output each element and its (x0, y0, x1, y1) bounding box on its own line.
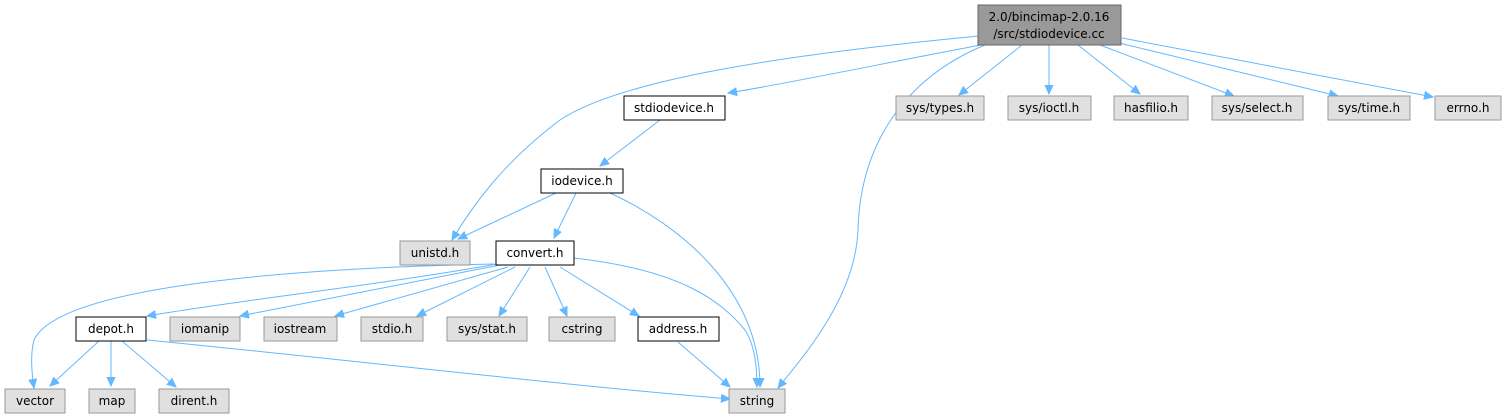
node-label: stdiodevice.h (634, 101, 714, 115)
edge-address-string (677, 341, 730, 387)
edge-depot-dirent (121, 340, 176, 387)
node-iomanip[interactable]: iomanip (169, 316, 241, 342)
node-sys-types-h[interactable]: sys/types.h (895, 95, 985, 121)
node-string[interactable]: string (728, 388, 786, 414)
node-iostream[interactable]: iostream (263, 316, 338, 342)
edge-convert-string (573, 257, 757, 387)
node-label: vector (16, 394, 54, 408)
node-label: stdio.h (372, 322, 412, 336)
node-depot-h[interactable]: depot.h (75, 316, 147, 342)
node-iodevice-h[interactable]: iodevice.h (540, 168, 624, 194)
node-label: address.h (649, 322, 708, 336)
edge-stdiodevice-iodevice (600, 119, 661, 166)
edge-convert-depot (147, 263, 498, 316)
node-map[interactable]: map (88, 388, 136, 414)
node-label: sys/types.h (906, 101, 974, 115)
edge-convert-address (559, 266, 639, 316)
edge-root-stdiodevice-h (728, 44, 982, 93)
node-label: sys/time.h (1338, 101, 1400, 115)
edge-convert-iostream (335, 266, 509, 316)
edge-iodevice-unistd (458, 192, 557, 239)
node-label: sys/select.h (1222, 101, 1293, 115)
edge-root-errno-h (1121, 37, 1433, 97)
node-unistd-h[interactable]: unistd.h (399, 240, 471, 266)
edge-convert-vector (32, 263, 495, 388)
node-hasfilio-h[interactable]: hasfilio.h (1113, 95, 1189, 121)
node-label: sys/ioctl.h (1019, 101, 1079, 115)
node-label: string (740, 394, 774, 408)
node-sys-stat-h[interactable]: sys/stat.h (446, 316, 528, 342)
node-label: iostream (274, 322, 327, 336)
edge-root-string (778, 44, 986, 388)
node-sys-select-h[interactable]: sys/select.h (1211, 95, 1304, 121)
node-label: convert.h (506, 246, 563, 260)
node-errno-h[interactable]: errno.h (1434, 95, 1502, 121)
nodes: 2.0/bincimap-2.0.16 /src/stdiodevice.cc … (4, 4, 1502, 414)
edge-root-sys-select-h (1099, 44, 1234, 96)
edge-root-sys-types-h (959, 44, 1023, 95)
node-label: dirent.h (171, 394, 218, 408)
edge-depot-string (146, 339, 730, 399)
edge-root-unistd-h (452, 35, 980, 240)
edge-depot-vector (50, 340, 100, 386)
edge-root-sys-time-h (1114, 41, 1338, 96)
edge-convert-cstring (544, 266, 567, 316)
edges (32, 35, 1433, 399)
node-address-h[interactable]: address.h (637, 316, 720, 342)
node-convert-h[interactable]: convert.h (495, 240, 575, 266)
node-label: sys/stat.h (458, 322, 516, 336)
root-node-line1: 2.0/bincimap-2.0.16 (989, 10, 1110, 24)
edge-convert-sys-stat (499, 266, 531, 316)
node-label: hasfilio.h (1124, 101, 1178, 115)
node-sys-time-h[interactable]: sys/time.h (1327, 95, 1411, 121)
edge-root-hasfilio-h (1077, 44, 1140, 94)
edge-iodevice-string (609, 192, 760, 387)
node-stdio-h[interactable]: stdio.h (360, 316, 424, 342)
node-label: errno.h (1447, 101, 1490, 115)
node-label: cstring (561, 322, 602, 336)
node-vector[interactable]: vector (4, 388, 66, 414)
node-cstring[interactable]: cstring (548, 316, 616, 342)
node-label: depot.h (88, 322, 134, 336)
node-dirent-h[interactable]: dirent.h (158, 388, 230, 414)
edge-iodevice-convert (554, 192, 577, 238)
node-label: iomanip (181, 322, 229, 336)
root-node-line2: /src/stdiodevice.cc (993, 27, 1104, 41)
node-label: unistd.h (411, 246, 460, 260)
edge-convert-stdio (417, 266, 516, 316)
root-node-stdiodevice-cc[interactable]: 2.0/bincimap-2.0.16 /src/stdiodevice.cc (977, 4, 1122, 46)
edge-convert-iomanip (240, 264, 501, 316)
node-label: map (99, 394, 126, 408)
node-stdiodevice-h[interactable]: stdiodevice.h (623, 95, 726, 121)
node-sys-ioctl-h[interactable]: sys/ioctl.h (1007, 95, 1092, 121)
node-label: iodevice.h (551, 174, 613, 188)
